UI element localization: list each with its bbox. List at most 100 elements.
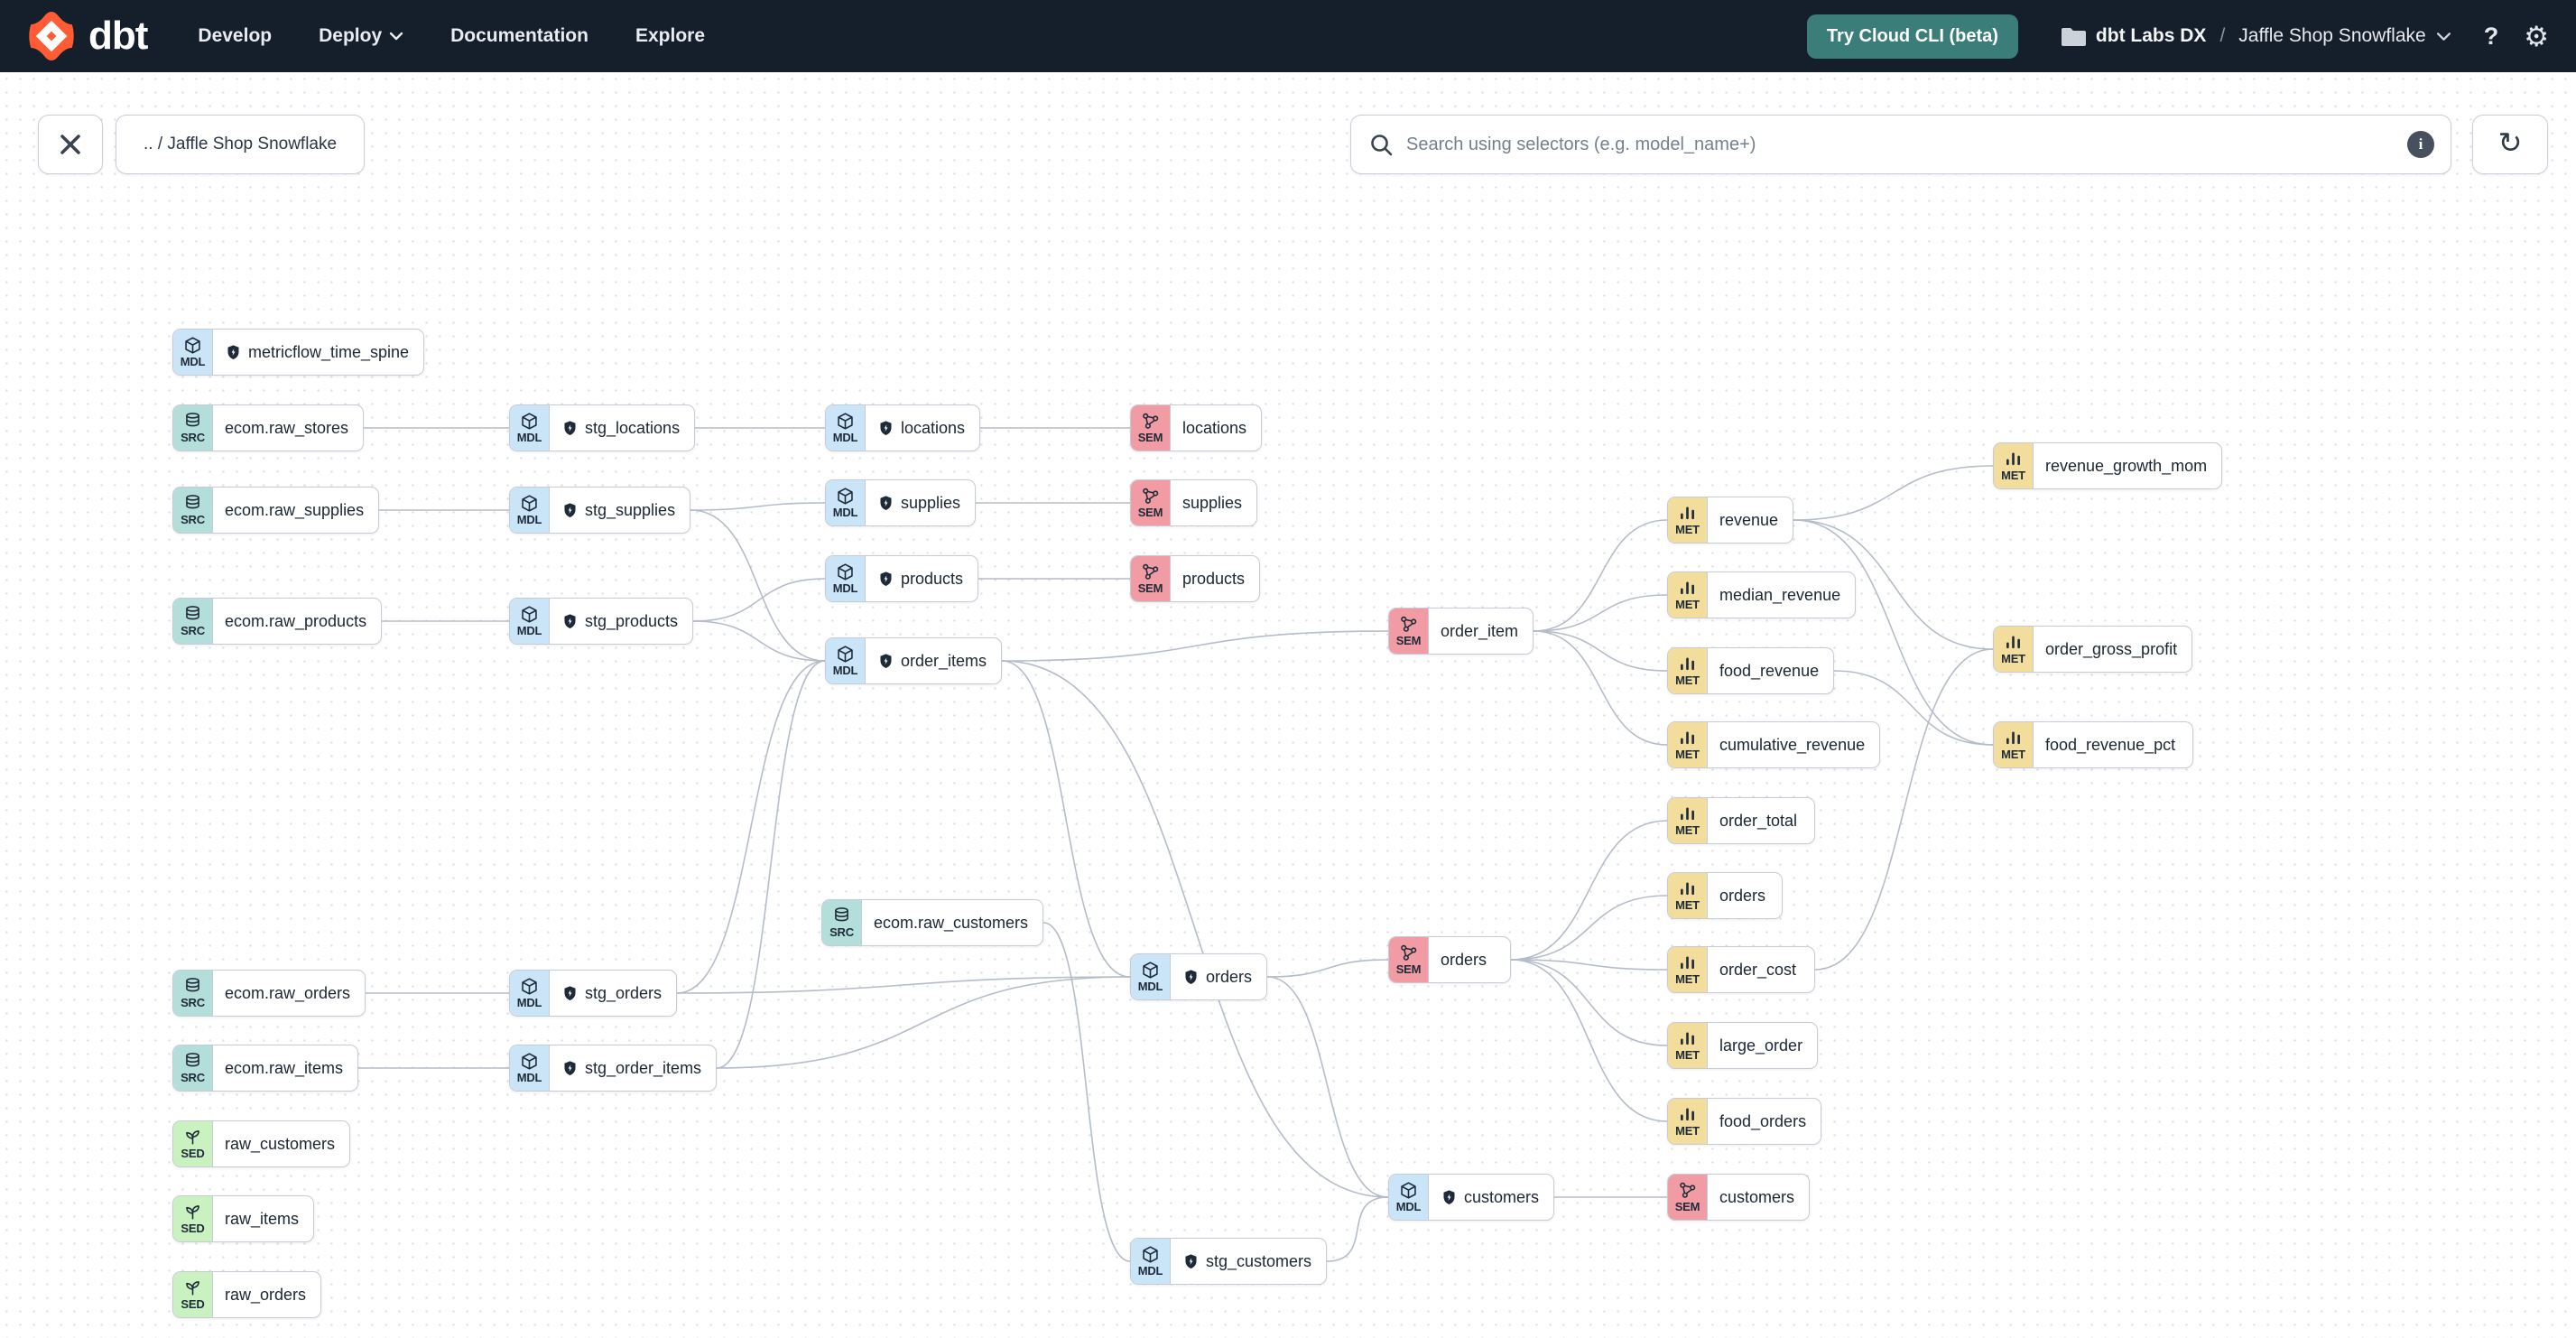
node-label: metricflow_time_spine [248,342,410,361]
mdl-type-badge: MDL [1131,1239,1171,1284]
refresh-button[interactable]: ↻ [2472,115,2548,174]
shield-health-icon [1441,1189,1458,1206]
nav-item-explore[interactable]: Explore [635,25,705,46]
lineage-edge-sem_orders-to-met_food_orders [1510,959,1668,1122]
type-badge-label: MET [2001,747,2025,761]
shield-health-icon [561,1060,579,1077]
dbt-logo-icon [27,12,76,60]
database-icon [186,977,199,992]
brand-text: dbt [88,14,148,58]
graph-node-raw_supplies[interactable]: SRC ecom.raw_supplies [172,487,380,534]
help-icon[interactable]: ? [2483,22,2499,50]
node-body: order_item [1429,609,1533,654]
node-body: products [866,556,978,601]
type-badge-label: MDL [516,623,542,637]
dbt-logo[interactable]: dbt [27,12,148,60]
info-icon[interactable]: i [2407,131,2434,158]
nav-item-deploy[interactable]: Deploy [319,25,403,47]
close-icon [60,135,80,154]
node-body: order_items [866,638,1001,683]
mdl-type-badge: MDL [826,405,866,451]
met-type-badge: MET [1668,648,1708,693]
account-breadcrumb[interactable]: dbt Labs DX / Jaffle Shop Snowflake [2061,25,2451,47]
lineage-edge-orders-to-sem_orders [1266,959,1389,978]
node-label: order_gross_profit [2045,639,2178,658]
gear-icon[interactable]: ⚙ [2524,20,2549,52]
type-badge-label: SED [181,1296,205,1311]
type-badge-label: MET [1675,673,1700,687]
try-cloud-cli-button[interactable]: Try Cloud CLI (beta) [1806,14,2018,59]
lineage-edge-order_items-to-customers [1001,660,1389,1198]
graph-node-met_order_gross_profit[interactable]: MET order_gross_profit [1993,626,2193,673]
type-badge-label: MET [1675,597,1700,611]
type-badge-label: MET [2001,651,2025,665]
graph-node-met_food_revenue[interactable]: MET food_revenue [1667,647,1835,694]
graph-node-raw_stores[interactable]: SRC ecom.raw_stores [172,404,365,451]
node-label: ecom.raw_supplies [225,500,365,519]
node-body: revenue [1708,497,1793,543]
lineage-edge-stg_customers-to-customers [1326,1196,1389,1262]
node-label: food_revenue [1719,661,1820,680]
node-label: orders [1206,967,1253,986]
node-body: supplies [1171,480,1256,525]
type-badge-label: MET [1675,822,1700,837]
search-input[interactable] [1406,134,2395,155]
lineage-canvas[interactable]: .. / Jaffle Shop Snowflake i ↻ MDL metric… [0,72,2576,1338]
type-badge-label: SRC [181,430,205,444]
shield-health-icon [561,502,579,519]
chevron-down-icon [389,32,403,41]
lineage-edge-sem_orders-to-met_large_order [1510,959,1668,1046]
cube-icon [838,413,853,430]
chart-icon [1681,731,1694,744]
type-badge-label: MET [2001,468,2025,482]
close-button[interactable] [38,115,103,174]
src-type-badge: SRC [173,488,213,533]
node-label: ecom.raw_stores [225,418,349,437]
nav-item-develop[interactable]: Develop [198,25,273,46]
mdl-type-badge: MDL [826,480,866,525]
node-label: customers [1464,1187,1540,1206]
node-body: customers [1708,1175,1809,1220]
type-badge-label: MDL [180,354,206,368]
graph-node-metricflow_time_spine[interactable]: MDL metricflow_time_spine [172,329,425,376]
node-body: stg_orders [550,971,676,1016]
node-label: stg_order_items [585,1058,702,1077]
canvas-breadcrumb[interactable]: .. / Jaffle Shop Snowflake [116,115,366,174]
nav-item-documentation[interactable]: Documentation [450,25,588,46]
